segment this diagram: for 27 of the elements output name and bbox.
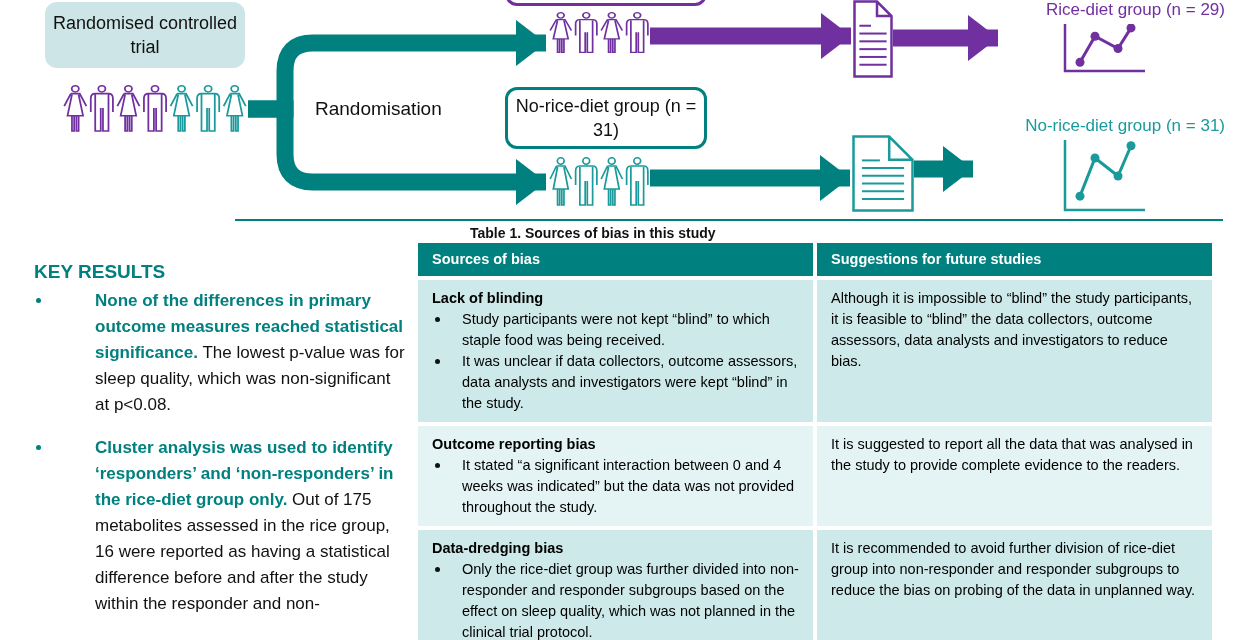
table-caption: Table 1. Sources of bias in this study xyxy=(470,225,716,241)
arrow xyxy=(650,13,851,59)
group-box xyxy=(505,87,707,149)
cell-text: It was unclear if data collectors, outcome assessors, data analysts and investigators were kept “blind” in the study. xyxy=(462,353,798,411)
arrow xyxy=(248,100,546,205)
group-caption: No-rice-diet group (n = 31) xyxy=(1025,116,1225,136)
title-box xyxy=(45,2,245,68)
node-label: No-rice-diet group (n = 31) xyxy=(514,95,698,142)
result-text: None of the differences in primary outcome measures reached statistical significance. The lowest p-value was for sleep quality, which was non-significant at p<0.08. xyxy=(95,290,405,416)
group-caption: Rice-diet group (n = 29) xyxy=(1045,0,1225,20)
cell-text: It stated “a significant interaction between 0 and 4 weeks was indicated” but the data was not provided throughout the study. xyxy=(462,457,795,515)
row-heading: Data-dredging bias xyxy=(432,539,565,558)
section-heading: KEY RESULTS xyxy=(34,261,166,283)
cell-text: Study participants were not kept “blind” to which staple food was being received. xyxy=(462,311,770,348)
result-text: Cluster analysis was used to identify ‘responders’ and ‘non-responders’ in the rice-diet group only. Out of 175 metabolites assessed in the rice group, 16 were reported as having a statistical difference before and after the study within the responder and non- xyxy=(95,437,395,615)
step-label: Randomisation xyxy=(315,97,442,121)
node-label: Randomised controlled trial xyxy=(51,12,239,59)
row-heading: Lack of blinding xyxy=(432,289,545,308)
cell-text: It is recommended to avoid further division of rice-diet group into non-responder and responder subgroups to reduce the bias on probing of the data in unplanned way. xyxy=(831,539,1197,600)
table-header-cell: Sources of bias xyxy=(418,243,813,276)
table-header-cell: Suggestions for future studies xyxy=(817,243,1212,276)
cell-text: Only the rice-diet group was further divided into non-responder and responder subgroups based on the effect on sleep quality, which was not planned in the clinical trial protocol. xyxy=(462,561,799,640)
arrow xyxy=(893,15,998,61)
row-heading: Outcome reporting bias xyxy=(432,435,597,454)
cell-text: Although it is impossible to “blind” the study participants, it is feasible to “blind” the data collectors, outcome assessors, data analysts and investigators to reduce bias. xyxy=(831,289,1194,371)
cell-text: It is suggested to report all the data that was analysed in the study to provide complete evidence to the readers. xyxy=(831,435,1194,475)
arrow xyxy=(914,146,973,192)
